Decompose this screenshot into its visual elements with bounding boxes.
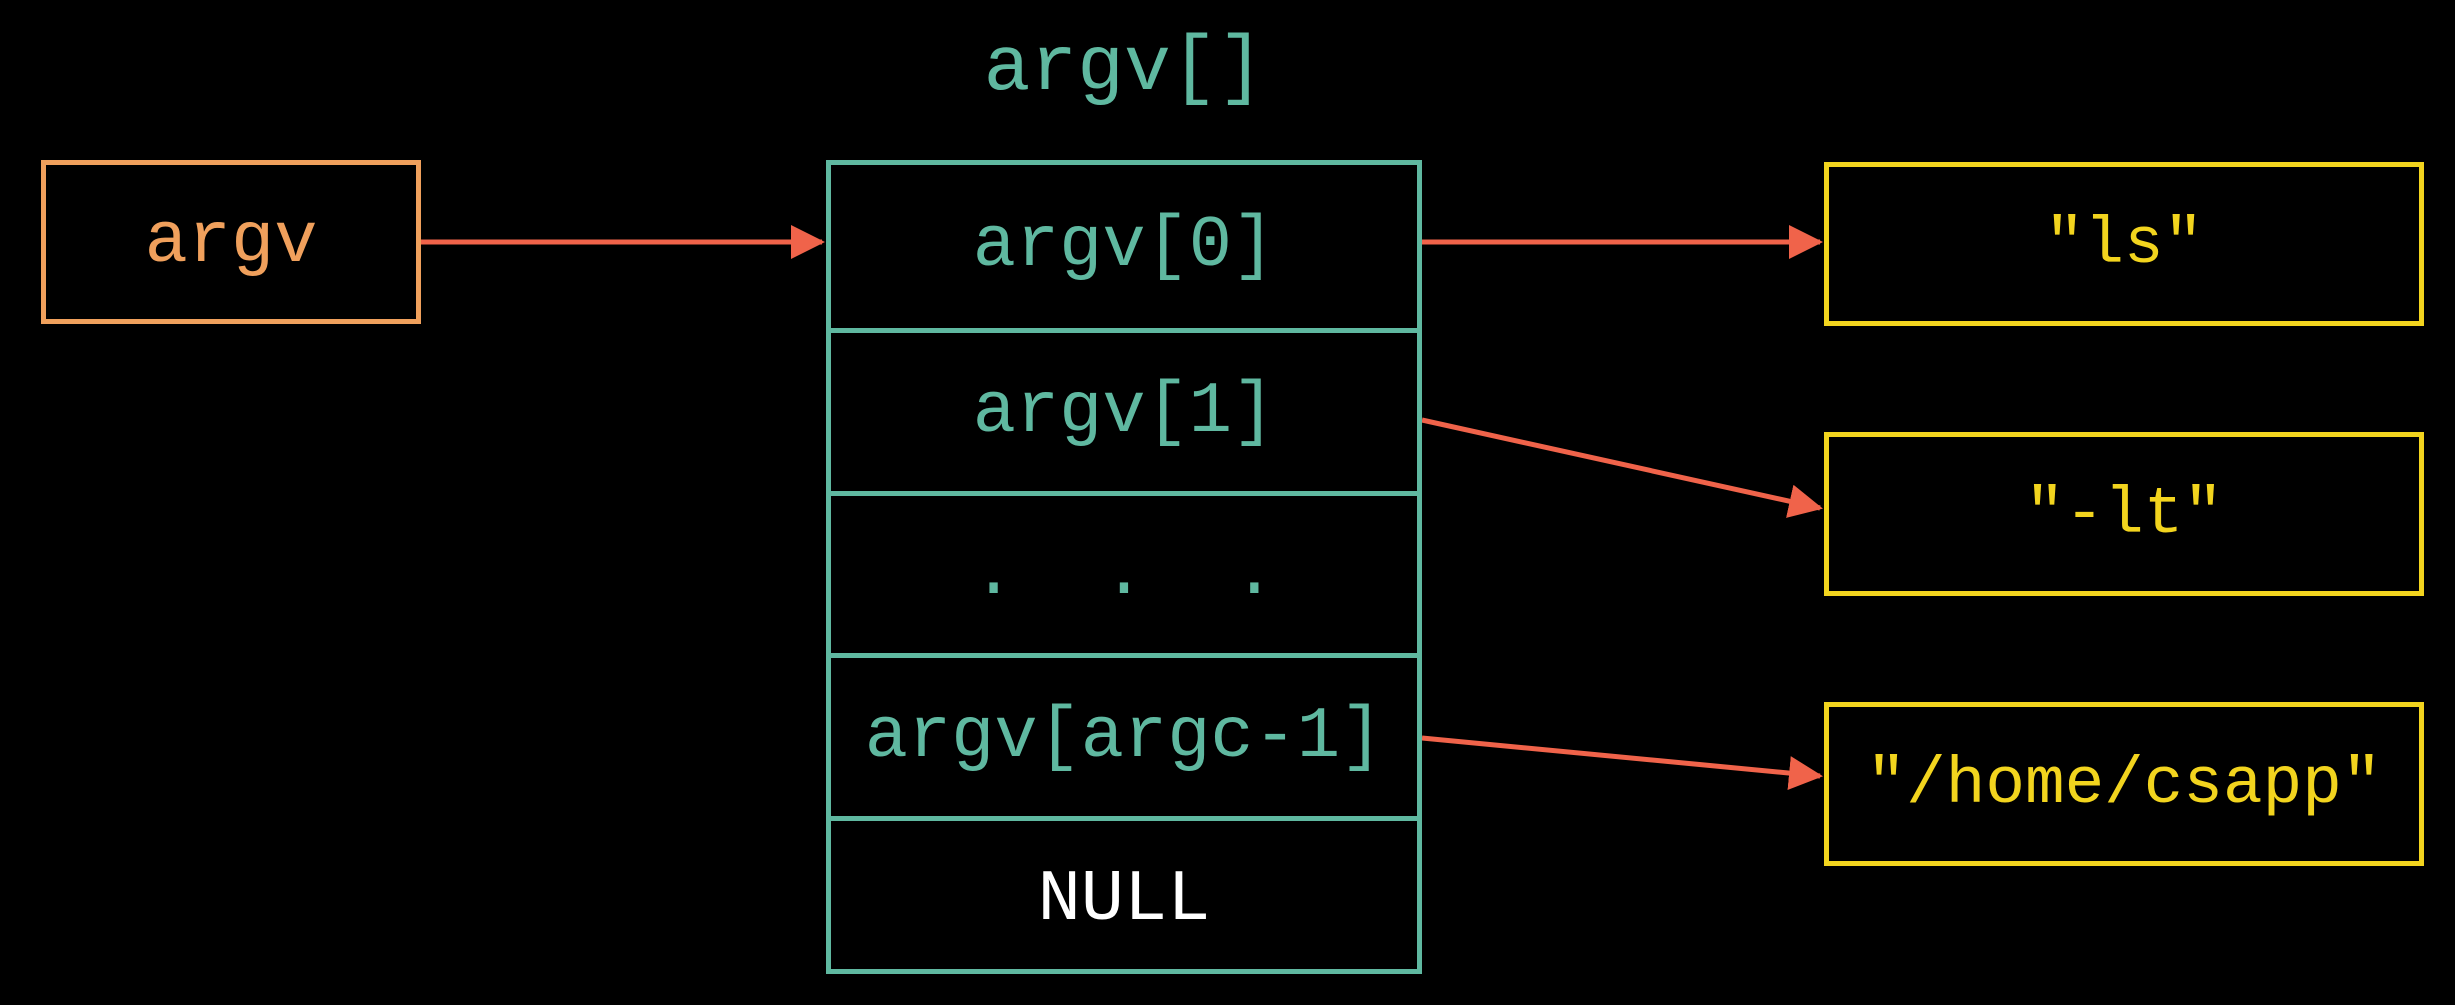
array-cell-null: NULL (831, 816, 1417, 979)
argv-array: argv[0] argv[1] . . . argv[argc-1] NULL (826, 160, 1422, 974)
array-cell-argv-1: argv[1] (831, 327, 1417, 491)
array-cell-ellipsis: . . . (831, 490, 1417, 654)
array-cell-argv-0: argv[0] (972, 205, 1276, 288)
arrow-argvlast-to-home (1421, 735, 1823, 790)
array-title: argv[] (983, 25, 1265, 113)
argv-pointer-box: argv (41, 160, 421, 324)
string-box-ls: "ls" (1824, 162, 2424, 326)
string-box-home-csapp: "/home/csapp" (1824, 702, 2424, 866)
string-box-lt: "-lt" (1824, 432, 2424, 596)
arrow-argv1-to-lt (1421, 417, 1823, 518)
array-cell-argv-last: argv[argc-1] (831, 653, 1417, 816)
